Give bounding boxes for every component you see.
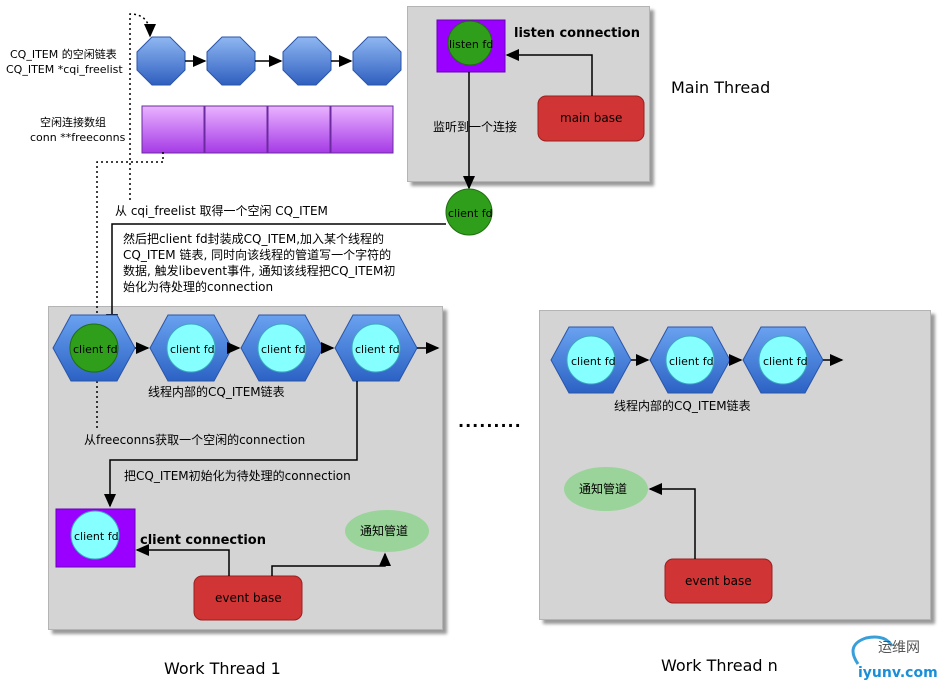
freeconns-label-2: conn **freeconns [30, 131, 126, 144]
work1-list-label: 线程内部的CQ_ITEM链表 [148, 385, 285, 399]
notify-pipe-1-label: 通知管道 [360, 524, 409, 538]
take-item-label: 从 cqi_freelist 取得一个空闲 CQ_ITEM [115, 204, 328, 218]
freelist-octagons [136, 36, 402, 86]
client-connection-label: client connection [140, 533, 266, 548]
main-base-box [537, 95, 645, 142]
get-conn-label: 从freeconns获取一个空闲的connection [84, 433, 306, 447]
client-fd-circle [445, 188, 493, 236]
event-base-n-label: event base [685, 574, 752, 588]
work1-client-fd-4: client fd [355, 343, 400, 356]
ellipsis: ......... [458, 412, 522, 431]
notify-pipe-1 [345, 510, 429, 552]
workn-hexagons [550, 326, 844, 394]
wrap-text-1: 然后把client fd封装成CQ_ITEM,加入某个线程的 [123, 232, 385, 246]
freeconns-array [141, 105, 394, 154]
work1-client-fd-3: client fd [261, 343, 306, 356]
event-base-box-n [664, 558, 773, 604]
listen-fd-circle [447, 20, 493, 66]
main-thread-title: Main Thread [671, 78, 771, 97]
wrap-text-3: 数据, 触发libevent事件, 通知该线程把CQ_ITEM初 [123, 264, 396, 278]
dotted-freelist-arrow [129, 13, 156, 200]
event-base-box-1 [193, 575, 303, 621]
notify-pipe-n-label: 通知管道 [579, 482, 628, 496]
workn-client-fd-2: client fd [669, 355, 714, 368]
wrap-text-4: 始化为待处理的connection [123, 280, 274, 294]
freeconns-label-1: 空闲连接数组 [40, 116, 106, 129]
freelist-label-2: CQ_ITEM *cqi_freelist [6, 63, 123, 76]
listen-connection-label: listen connection [514, 26, 640, 41]
event-base-1-label: event base [215, 591, 282, 605]
freelist-label-1: CQ_ITEM 的空闲链表 [10, 48, 117, 61]
workn-client-fd-1: client fd [571, 355, 616, 368]
workn-client-fd-3: client fd [763, 355, 808, 368]
wrap-text-2: CQ_ITEM 链表, 同时向该线程的管道写一个字符的 [123, 248, 392, 262]
notify-pipe-n [564, 467, 648, 511]
client-fd-label: client fd [448, 207, 493, 220]
watermark-cn: 运维网 [878, 640, 920, 656]
watermark-logo-icon [851, 635, 894, 665]
main-base-label: main base [560, 111, 623, 125]
work1-conn-client-fd: client fd [74, 530, 119, 543]
work-thread-1-title: Work Thread 1 [164, 659, 281, 678]
workn-list-label: 线程内部的CQ_ITEM链表 [614, 399, 751, 413]
work1-client-fd-1: client fd [73, 343, 118, 356]
init-conn-label: 把CQ_ITEM初始化为待处理的connection [124, 469, 351, 483]
listen-step-label: 监听到一个连接 [433, 120, 518, 134]
work1-hexagons [52, 314, 440, 382]
listen-fd-label: listen fd [449, 38, 494, 51]
work1-client-fd-2: client fd [170, 343, 215, 356]
work-thread-n-title: Work Thread n [661, 656, 778, 675]
dotted-freeconns-line [96, 152, 164, 428]
watermark-domain: iyunv.com [858, 665, 938, 681]
